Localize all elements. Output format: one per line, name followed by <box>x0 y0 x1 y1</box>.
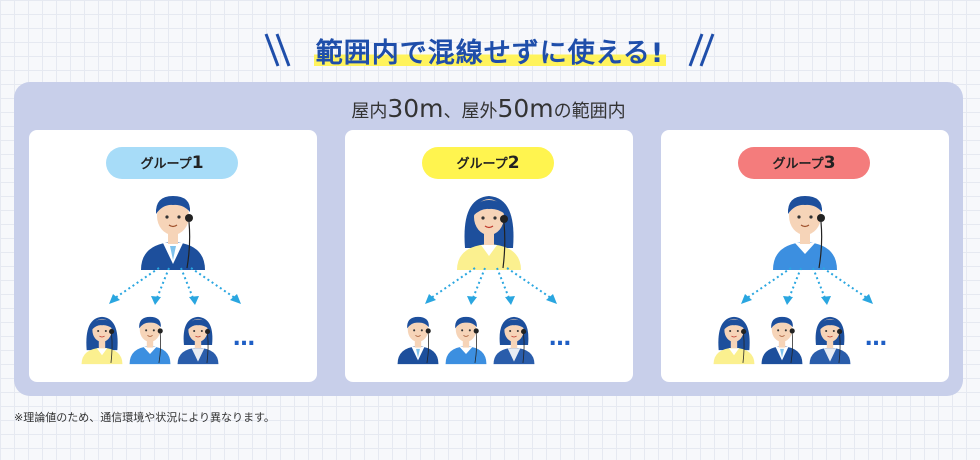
group-badge-number: 2 <box>507 153 520 173</box>
headline-text: 範囲内で混線せずに使える! <box>313 30 667 70</box>
member-man-icon <box>443 310 489 366</box>
group-badge-label: グループ <box>772 157 824 172</box>
dotted-arrows-icon <box>417 266 565 306</box>
dotted-arrows-icon <box>101 266 249 306</box>
more-members-indicator: … <box>233 326 257 351</box>
member-woman-icon <box>711 310 757 366</box>
group-badge-label: グループ <box>140 157 192 172</box>
group-badge-number: 1 <box>191 153 204 173</box>
member-man-icon <box>759 310 805 366</box>
range-suffix: の範囲内 <box>553 101 626 122</box>
group-badge-3: グループ3 <box>738 147 870 179</box>
group-badge-2: グループ2 <box>422 147 554 179</box>
member-woman-icon <box>491 310 537 366</box>
group-badge-label: グループ <box>456 157 508 172</box>
leader-woman-icon <box>453 188 525 270</box>
range-indoor-distance: 30m <box>387 94 444 123</box>
double-slash-icon <box>688 33 715 67</box>
more-members-indicator: … <box>865 326 889 351</box>
group-card-2: グループ2 … <box>345 130 633 382</box>
member-man-icon <box>395 310 441 366</box>
range-mid: 、屋外 <box>443 101 498 122</box>
range-label: 屋内30m、屋外50mの範囲内 <box>14 94 963 123</box>
range-prefix: 屋内 <box>351 101 388 122</box>
double-slash-icon <box>264 33 291 67</box>
range-panel: 屋内30m、屋外50mの範囲内 グループ1 … グループ2 … グループ3 … <box>14 82 963 396</box>
dotted-arrows-icon <box>733 266 881 306</box>
footnote: ※理論値のため、通信環境や状況により異なります。 <box>14 411 275 424</box>
member-woman-icon <box>807 310 853 366</box>
group-card-1: グループ1 … <box>29 130 317 382</box>
group-badge-number: 3 <box>823 153 836 173</box>
member-woman-icon <box>175 310 221 366</box>
more-members-indicator: … <box>549 326 573 351</box>
group-card-3: グループ3 … <box>661 130 949 382</box>
member-woman-icon <box>79 310 125 366</box>
headline: 範囲内で混線せずに使える! <box>0 28 980 72</box>
member-man-icon <box>127 310 173 366</box>
group-badge-1: グループ1 <box>106 147 238 179</box>
range-outdoor-distance: 50m <box>497 94 554 123</box>
leader-man-icon <box>137 188 209 270</box>
leader-man-icon <box>769 188 841 270</box>
